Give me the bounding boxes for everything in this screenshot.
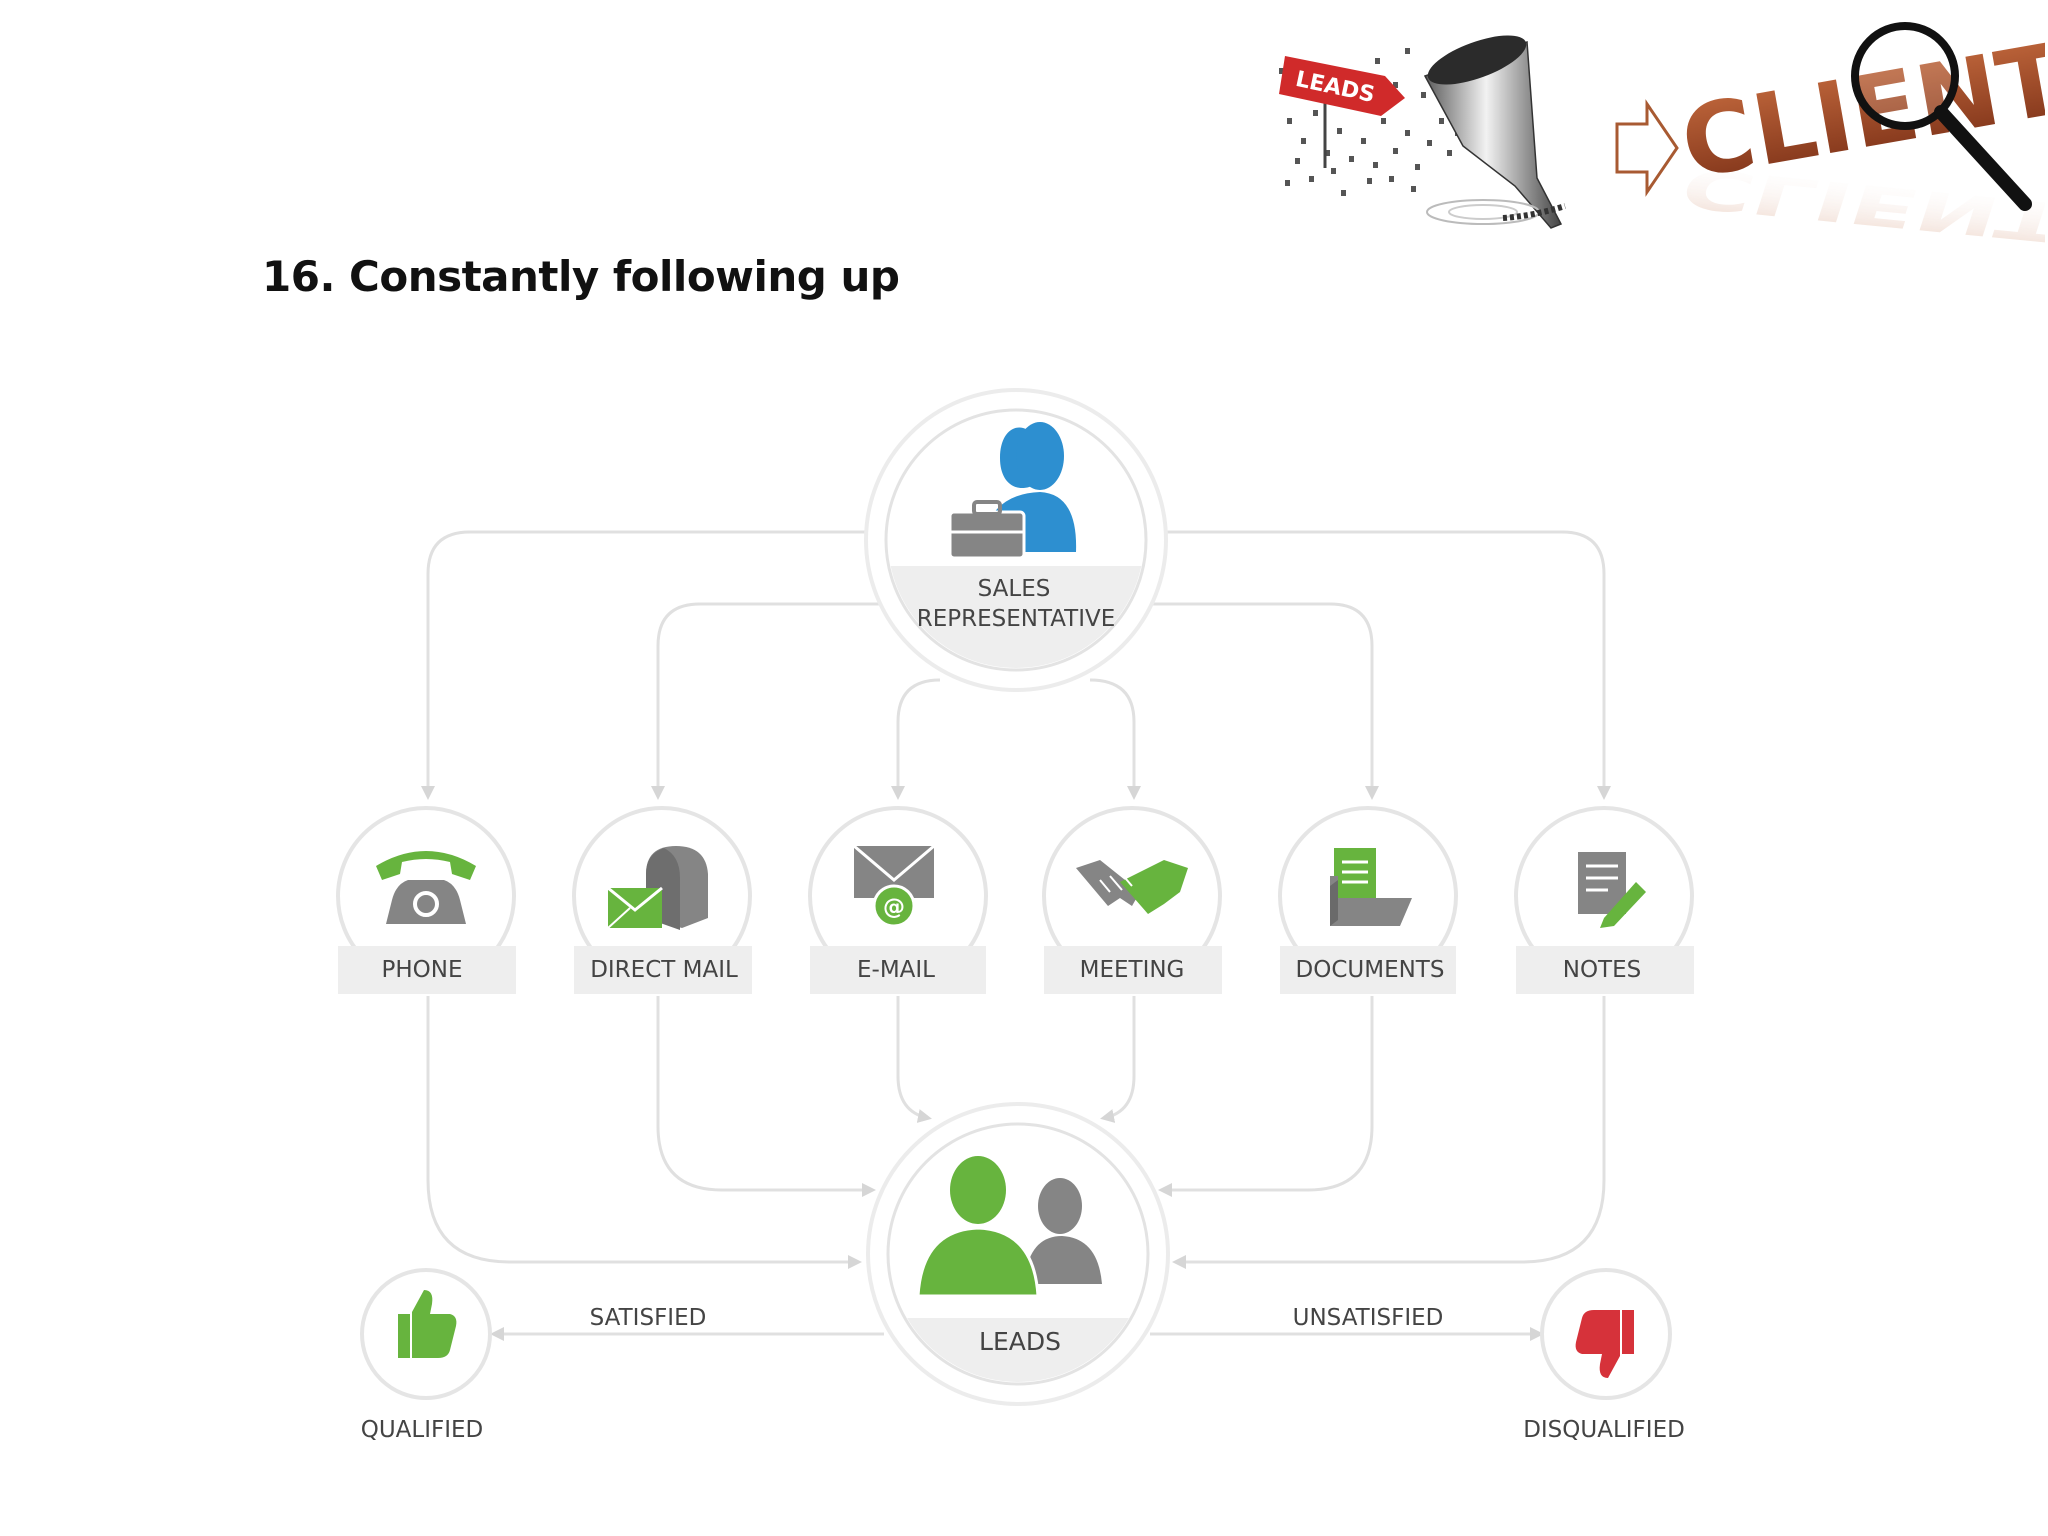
connector-phone-leads xyxy=(426,996,862,1269)
thumbs-up-icon xyxy=(398,1290,457,1358)
connector-notes-leads xyxy=(1172,996,1606,1269)
connector-sales-phone xyxy=(421,530,866,800)
svg-text:@: @ xyxy=(883,895,905,920)
channel-notes: NOTES xyxy=(1514,806,1694,994)
connector-email-leads xyxy=(896,996,932,1123)
leads-node: LEADS xyxy=(866,1102,1170,1406)
connectors-bottom xyxy=(426,996,1606,1341)
arrow-right-icon xyxy=(1615,99,1679,197)
sales-label-line1: SALES xyxy=(978,576,1051,602)
documents-icon xyxy=(1330,848,1412,926)
connector-sales-email xyxy=(891,678,941,800)
channel-meeting: MEETING xyxy=(1042,806,1222,994)
documents-label: DOCUMENTS xyxy=(1296,957,1445,983)
phone-label: PHONE xyxy=(381,957,462,983)
leads-to-clients-banner: LEADS CLIENTS CLIENTS xyxy=(1279,18,2045,258)
connector-sales-notes xyxy=(1166,530,1611,800)
connector-sales-direct-mail xyxy=(651,602,880,800)
connector-sales-meeting xyxy=(1089,678,1141,800)
email-icon: @ xyxy=(853,844,935,928)
channel-email: @ E-MAIL xyxy=(808,806,988,994)
thumbs-down-icon xyxy=(1575,1310,1634,1378)
connector-meeting-leads xyxy=(1100,996,1136,1123)
satisfied-label: SATISFIED xyxy=(590,1305,707,1331)
notes-icon xyxy=(1578,852,1646,928)
email-label: E-MAIL xyxy=(857,957,935,983)
notes-label: NOTES xyxy=(1563,957,1642,983)
connector-direct-mail-leads xyxy=(656,996,876,1197)
disqualified-label: DISQUALIFIED xyxy=(1523,1417,1685,1443)
page-title: 16. Constantly following up xyxy=(262,252,900,301)
connector-documents-leads xyxy=(1158,996,1374,1197)
disqualified-node: DISQUALIFIED xyxy=(1523,1268,1685,1443)
sales-representative-node: SALES REPRESENTATIVE xyxy=(864,388,1168,692)
unsatisfied-label: UNSATISFIED xyxy=(1293,1305,1444,1331)
channel-phone: PHONE xyxy=(336,806,516,994)
connectors-top xyxy=(421,530,1611,800)
magnifier-icon xyxy=(1851,22,2032,211)
handshake-icon xyxy=(1076,860,1188,914)
leads-label: LEADS xyxy=(979,1327,1061,1356)
qualified-node: QUALIFIED xyxy=(360,1268,492,1443)
channel-documents: DOCUMENTS xyxy=(1278,806,1458,994)
phone-icon xyxy=(376,851,476,924)
meeting-label: MEETING xyxy=(1080,957,1185,983)
leads-group-icon xyxy=(916,1156,1102,1298)
funnel-icon xyxy=(1423,35,1566,229)
mailbox-icon xyxy=(607,846,708,930)
direct-mail-label: DIRECT MAIL xyxy=(590,957,738,983)
connector-sales-documents xyxy=(1150,602,1379,800)
channel-direct-mail: DIRECT MAIL xyxy=(572,806,752,994)
qualified-label: QUALIFIED xyxy=(361,1417,484,1443)
sales-label-line2: REPRESENTATIVE xyxy=(917,606,1116,632)
sales-representative-icon xyxy=(948,422,1077,560)
